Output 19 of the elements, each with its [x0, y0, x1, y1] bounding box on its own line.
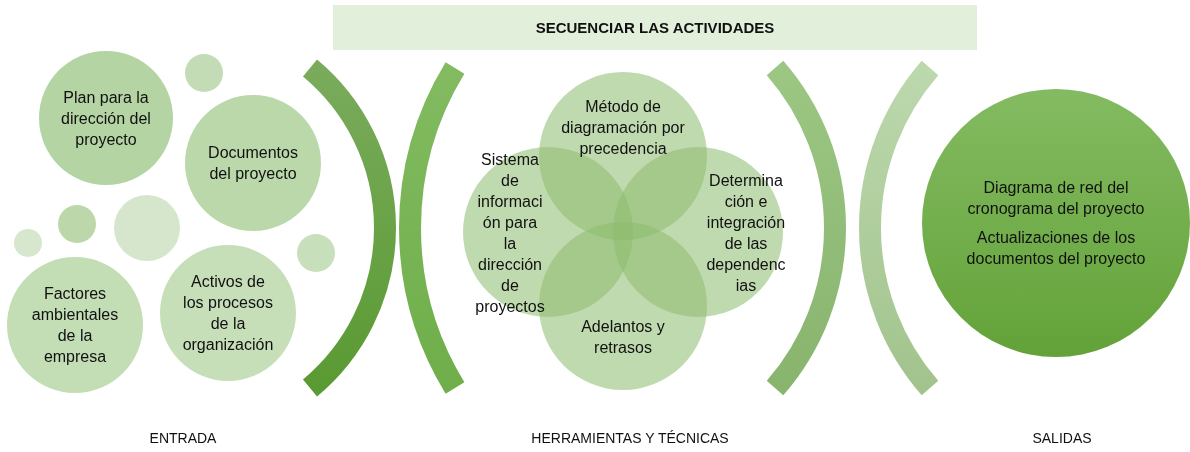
decorative-circle: [185, 54, 223, 92]
node-text: Método de diagramación por precedencia: [560, 96, 686, 159]
node-text: Actualizaciones de los documentos del proyecto: [965, 228, 1147, 269]
decorative-circle: [14, 229, 42, 257]
decorative-circle: [297, 234, 335, 272]
column-label: SALIDAS: [1032, 430, 1092, 446]
column-label: HERRAMIENTAS Y TÉCNICAS: [531, 430, 729, 446]
node-text: Adelantos y retrasos: [580, 317, 666, 358]
node-text: Sistema de información para la dirección de proyectos: [475, 150, 545, 317]
column-label: ENTRADA: [149, 430, 217, 446]
node-text: Factores ambientales de la empresa: [30, 284, 120, 367]
node-text: Plan para la dirección del proyecto: [61, 87, 151, 150]
node-text: Documentos del proyecto: [207, 143, 299, 184]
decorative-circle: [58, 205, 96, 243]
node-text: Activos de los procesos de la organización: [181, 272, 275, 355]
title-text: SECUENCIAR LAS ACTIVIDADES: [535, 18, 775, 38]
title-banner: [333, 5, 977, 50]
node-text: Diagrama de red del cronograma del proyecto: [966, 178, 1146, 219]
node-text: Determinación e integración de las dependencias: [706, 171, 786, 296]
